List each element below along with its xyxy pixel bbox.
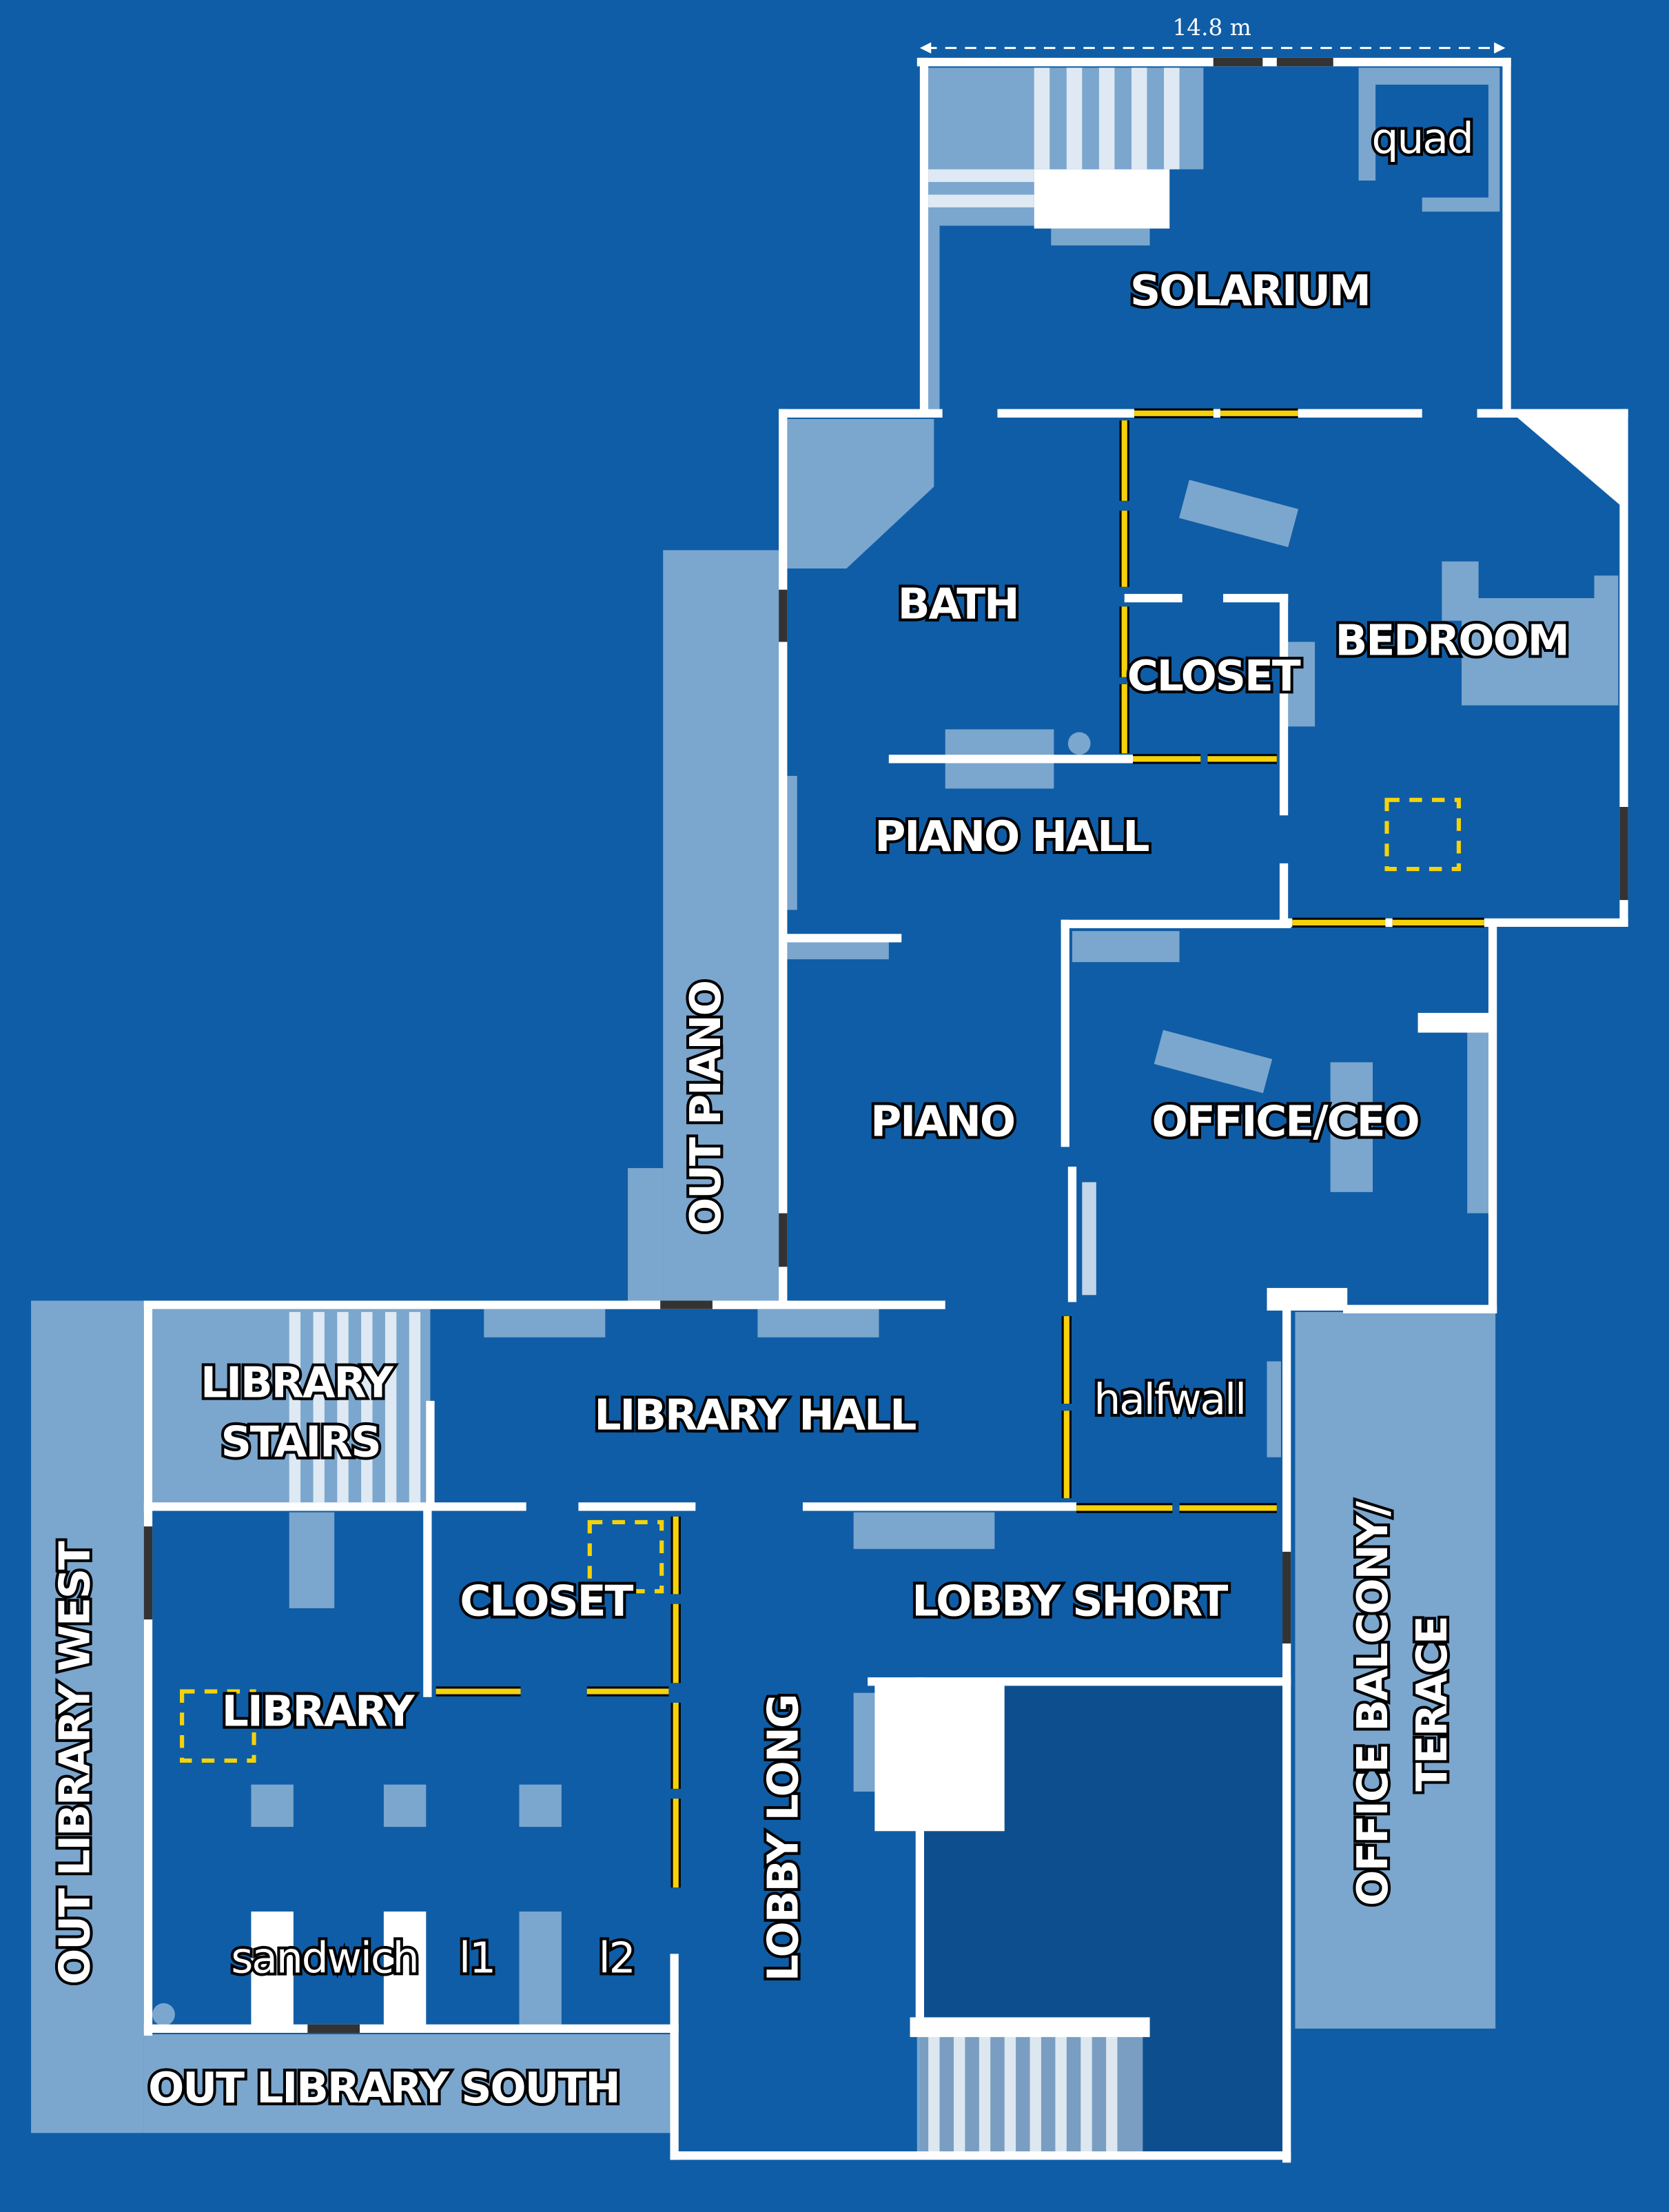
bedroom-chair xyxy=(1287,642,1315,727)
label-sandwich: sandwich xyxy=(231,1934,418,1983)
label-closet-lower: CLOSET xyxy=(460,1577,633,1626)
piano-hall-shelf xyxy=(787,775,797,910)
office-balcony-step xyxy=(1267,1288,1348,1311)
label-closet-upper: CLOSET xyxy=(1127,652,1301,701)
library-table-2 xyxy=(383,1784,427,1827)
solarium-bench xyxy=(1051,228,1150,246)
solarium-side xyxy=(928,225,940,409)
label-quad: quad xyxy=(1372,114,1473,163)
l1-shelf xyxy=(519,1911,562,2027)
sandwich-shelf-1 xyxy=(251,1911,294,2027)
label-library-stairs-2: STAIRS xyxy=(221,1417,380,1466)
solarium-stairs-landing xyxy=(928,68,1034,170)
label-bath: BATH xyxy=(898,580,1018,628)
lobby-block-side xyxy=(853,1692,875,1792)
label-lobby-short: LOBBY SHORT xyxy=(912,1577,1228,1626)
solarium-landing-block xyxy=(1034,169,1170,229)
out-piano-area xyxy=(663,550,781,1301)
label-piano-hall: PIANO HALL xyxy=(874,812,1149,861)
office-desk xyxy=(1154,1030,1273,1094)
scale-label: 14.8 m xyxy=(1172,14,1251,41)
doors xyxy=(436,408,1484,1888)
library-hall-cabinet-1 xyxy=(484,1309,606,1338)
scale-bar: 14.8 m xyxy=(919,14,1506,54)
library-table-1 xyxy=(251,1784,294,1827)
label-lobby-long: LOBBY LONG xyxy=(759,1695,808,1982)
office-wall-stub xyxy=(1417,1012,1493,1033)
lobby-short-cabinet xyxy=(853,1512,995,1549)
piano-shelf xyxy=(787,942,889,960)
label-bedroom: BEDROOM xyxy=(1335,617,1568,666)
office-balcony-area xyxy=(1295,1311,1496,2029)
office-cabinet xyxy=(1072,931,1180,963)
library-lamp xyxy=(152,2003,175,2026)
sandwich-shelf-2 xyxy=(383,1911,427,2027)
label-out-library-west: OUT LIBRARY WEST xyxy=(51,1541,100,1985)
bedroom-desk xyxy=(1442,561,1619,706)
out-library-south-area xyxy=(143,2034,672,2133)
label-out-library-south: OUT LIBRARY SOUTH xyxy=(148,2064,619,2113)
bath-tub xyxy=(787,419,934,569)
piano-hall-lamp xyxy=(1067,732,1091,755)
outdoor-areas xyxy=(31,550,1496,2133)
out-library-west-area xyxy=(31,1300,144,2133)
library-hall-cabinet-2 xyxy=(757,1309,879,1338)
label-office-balcony-2: TERACE xyxy=(1408,1617,1457,1791)
label-piano: PIANO xyxy=(870,1098,1014,1147)
lobby-block xyxy=(874,1679,1005,1832)
room-labels: SOLARIUM quad BATH CLOSET BEDROOM PIANO … xyxy=(48,112,1573,2116)
library-stair-treads xyxy=(289,1311,421,1503)
windows xyxy=(143,57,1628,2034)
label-halfwall: halfwall xyxy=(1094,1375,1245,1424)
arrow-right-icon xyxy=(1494,42,1506,54)
furniture xyxy=(152,68,1627,2153)
label-library-hall: LIBRARY HALL xyxy=(594,1391,916,1440)
label-library: LIBRARY xyxy=(222,1687,416,1736)
label-office-ceo: OFFICE/CEO xyxy=(1152,1098,1419,1147)
label-l2: l2 xyxy=(599,1934,635,1983)
label-solarium: SOLARIUM xyxy=(1130,267,1370,316)
lobby-stair-treads xyxy=(910,2017,1150,2153)
label-out-piano: OUT PIANO xyxy=(682,981,730,1233)
out-piano-area-ext xyxy=(628,1168,664,1301)
bedroom-corner xyxy=(1512,413,1627,511)
label-l1: l1 xyxy=(459,1934,495,1983)
halfwall-shelf xyxy=(1267,1361,1281,1457)
label-library-stairs-1: LIBRARY xyxy=(201,1358,394,1407)
arrow-left-icon xyxy=(919,42,932,54)
bedroom-bed xyxy=(1179,480,1299,548)
label-office-balcony-1: OFFICE BALCONY/ xyxy=(1349,1501,1397,1906)
library-table-3 xyxy=(519,1784,562,1827)
solarium-stair-treads xyxy=(928,68,1180,226)
office-shelf xyxy=(1467,1032,1488,1213)
library-pillar xyxy=(289,1512,335,1608)
quad-sofa xyxy=(1358,68,1500,212)
office-chair xyxy=(1330,1062,1373,1192)
office-door-shelf xyxy=(1082,1182,1096,1296)
